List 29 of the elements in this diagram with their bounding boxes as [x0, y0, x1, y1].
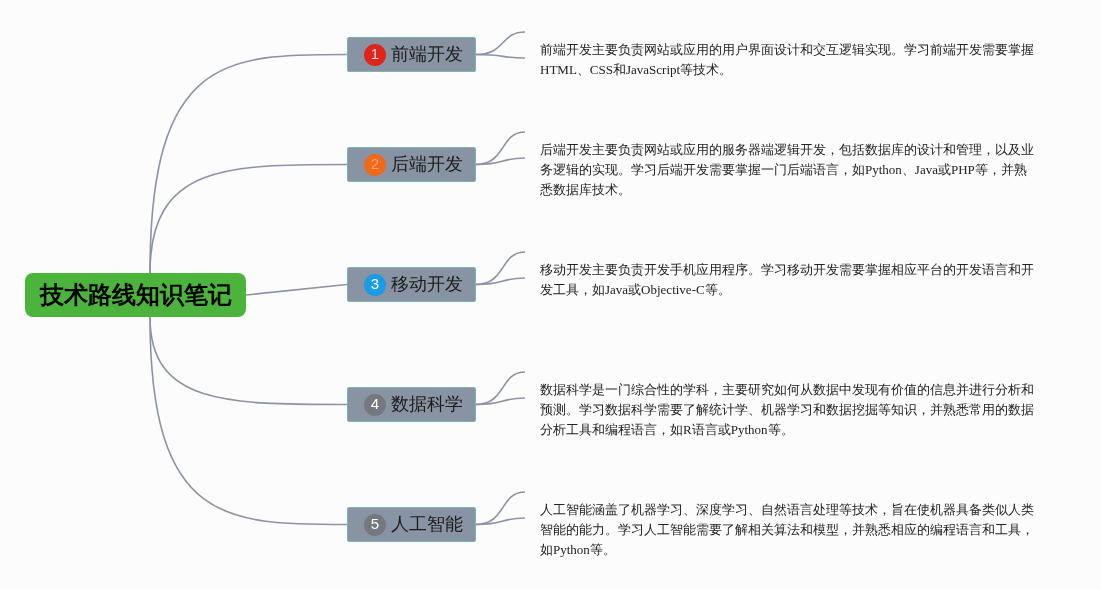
topic-label: 移动开发 [391, 273, 463, 296]
connector-line [149, 316, 348, 526]
number-badge: 3 [364, 273, 386, 296]
connector-line [475, 277, 526, 286]
connector-line [475, 53, 526, 59]
note-paragraph: 数据科学是一门综合性的学科，主要研究如何从数据中发现有价值的信息并进行分析和预测。学习数据科学需要了解统计学、机器学习和数据挖掘等知识，并熟悉常用的数据分析工具和编程语言，如R语言或Python等。 [540, 381, 1035, 439]
number-badge: 4 [364, 393, 386, 416]
connector-line [149, 163, 348, 274]
topic-box [347, 37, 476, 72]
topic-box [347, 507, 476, 542]
topic-label: 前端开发 [391, 43, 463, 66]
topic-box [347, 147, 476, 182]
topic-label: 后端开发 [391, 153, 463, 176]
note-paragraph: 移动开发主要负责开发手机应用程序。学习移动开发需要掌握相应平台的开发语言和开发工具，如Java或Objective-C等。 [540, 261, 1035, 299]
connector-line [475, 397, 526, 406]
note-paragraph: 人工智能涵盖了机器学习、深度学习、自然语言处理等技术，旨在使机器具备类似人类智能的能力。学习人工智能需要了解相关算法和模型，并熟悉相应的编程语言和工具，如Python等。 [540, 501, 1035, 559]
connector-line [245, 283, 348, 296]
number-badge: 1 [364, 43, 386, 66]
connector-line [475, 157, 526, 166]
note-paragraph: 前端开发主要负责网站或应用的用户界面设计和交互逻辑实现。学习前端开发需要掌握HTML、CSS和JavaScript等技术。 [540, 41, 1035, 79]
number-badge: 5 [364, 513, 386, 536]
topic-label: 人工智能 [391, 513, 463, 536]
root-topic-box: 技术路线知识笔记 [25, 273, 246, 317]
note-paragraph: 后端开发主要负责网站或应用的服务器端逻辑开发，包括数据库的设计和管理，以及业务逻辑的实现。学习后端开发需要掌握一门后端语言，如Python、Java或PHP等，并熟悉数据库技术。 [540, 141, 1035, 199]
number-badge: 2 [364, 153, 386, 176]
topic-box [347, 387, 476, 422]
topic-box [347, 267, 476, 302]
topic-label: 数据科学 [391, 393, 463, 416]
connector-line [475, 517, 526, 526]
